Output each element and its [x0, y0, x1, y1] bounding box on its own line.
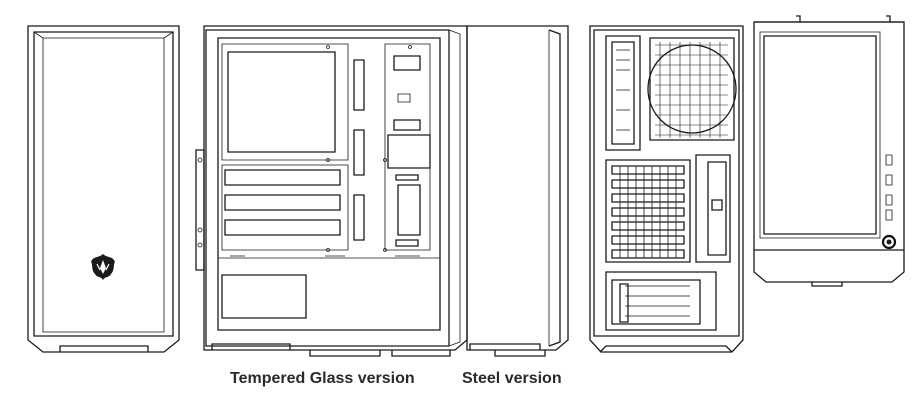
tempered-glass-caption: Tempered Glass version	[230, 370, 415, 387]
side-steel-view	[466, 25, 569, 357]
front-view	[27, 25, 180, 353]
logo-icon	[91, 254, 115, 280]
rear-view	[589, 25, 744, 353]
fan-grill	[647, 42, 737, 138]
side-glass-view	[195, 25, 468, 357]
steel-caption: Steel version	[462, 370, 562, 387]
io-panel	[881, 154, 897, 250]
front-io-view	[753, 15, 905, 287]
power-button-icon	[881, 234, 897, 250]
